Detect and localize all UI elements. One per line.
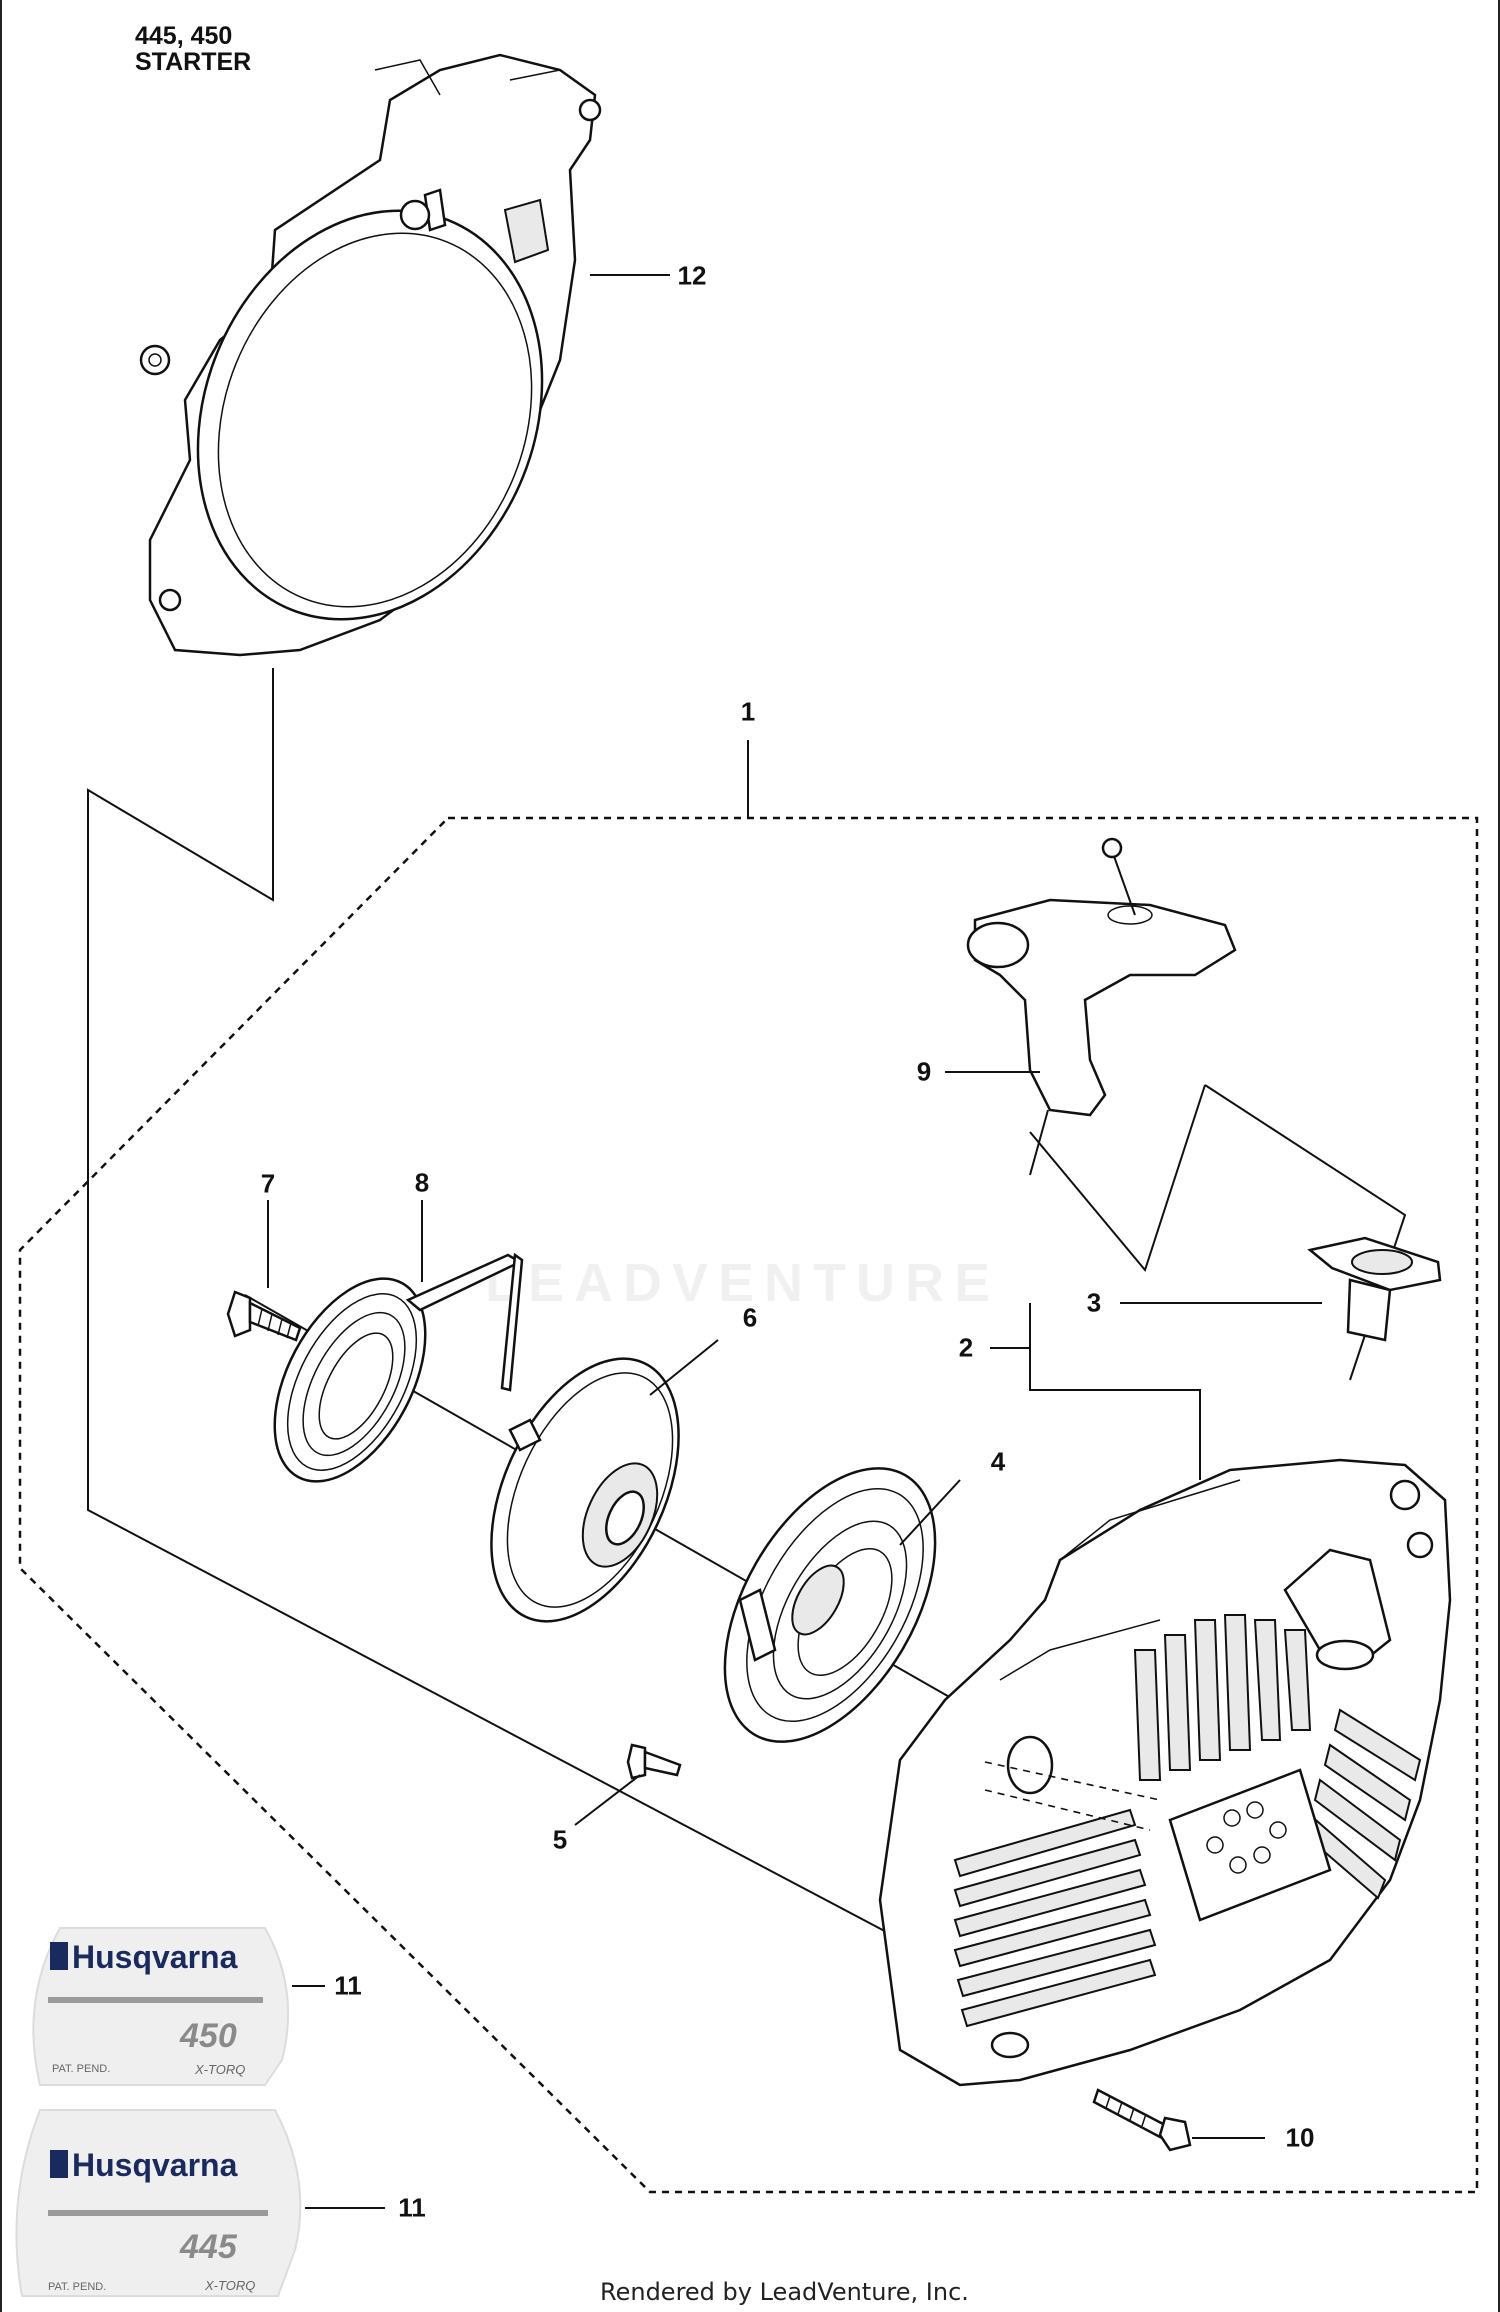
rope-guide-part-3 xyxy=(1307,1236,1442,1342)
pulley-part-6 xyxy=(490,1357,680,1623)
leader-5 xyxy=(574,1774,641,1826)
footer-credit: Rendered by LeadVenture, Inc. xyxy=(600,2278,969,2306)
husqvarna-logo-icon xyxy=(50,1942,68,1970)
callout-5: 5 xyxy=(552,1824,568,1855)
fan-housing-part-12 xyxy=(139,53,602,657)
screw-part-7 xyxy=(226,1290,302,1342)
callout-4: 4 xyxy=(990,1446,1006,1477)
decal-series-445: X-TORQ xyxy=(204,2278,255,2293)
callout-6: 6 xyxy=(742,1302,758,1333)
decal-series-450: X-TORQ xyxy=(194,2062,245,2077)
assembly-boundary xyxy=(18,816,1479,2194)
screw-part-10 xyxy=(1092,2088,1192,2152)
watermark-text: LEADVENTURE xyxy=(485,1253,1001,1313)
decal-450-part-11: Husqvarna 450 PAT. PEND. X-TORQ xyxy=(32,1927,290,2086)
decal-model-445: 445 xyxy=(179,2228,238,2266)
cassette-spring-part-4 xyxy=(723,1467,937,1743)
leader-2 xyxy=(990,1303,1201,1480)
decal-model-450: 450 xyxy=(179,2017,237,2055)
starter-handle-part-9 xyxy=(966,837,1237,1176)
hidden-lines xyxy=(984,1761,1161,1831)
recoil-spring-part-8 xyxy=(273,1252,524,1483)
callout-11-b: 11 xyxy=(398,2192,426,2223)
decal-brand-450: Husqvarna xyxy=(72,1939,238,1975)
callout-3: 3 xyxy=(1086,1287,1102,1318)
decal-brand-445: Husqvarna xyxy=(72,2147,238,2183)
screw-part-5 xyxy=(626,1743,682,1780)
decal-pat-445: PAT. PEND. xyxy=(48,2281,106,2293)
alignment-line-handle-lower xyxy=(1029,1084,1206,1273)
section-title: STARTER xyxy=(135,48,252,76)
callout-9: 9 xyxy=(916,1056,932,1087)
starter-cover-part-2 xyxy=(878,1458,1452,2087)
leader-6 xyxy=(649,1339,719,1396)
callout-8: 8 xyxy=(414,1167,430,1198)
husqvarna-logo-icon xyxy=(50,2150,68,2178)
alignment-line-left xyxy=(87,668,931,1956)
callout-2: 2 xyxy=(958,1332,974,1363)
callout-7: 7 xyxy=(260,1168,276,1199)
callout-12: 12 xyxy=(677,260,707,291)
decal-445-part-11: Husqvarna 445 PAT. PEND. X-TORQ xyxy=(15,2109,302,2297)
callout-1: 1 xyxy=(740,696,756,727)
callout-10: 10 xyxy=(1285,2122,1315,2153)
leader-4 xyxy=(899,1479,961,1546)
decal-pat-450: PAT. PEND. xyxy=(52,2063,110,2075)
callout-11-a: 11 xyxy=(334,1970,362,2001)
model-title: 445, 450 xyxy=(135,22,233,50)
